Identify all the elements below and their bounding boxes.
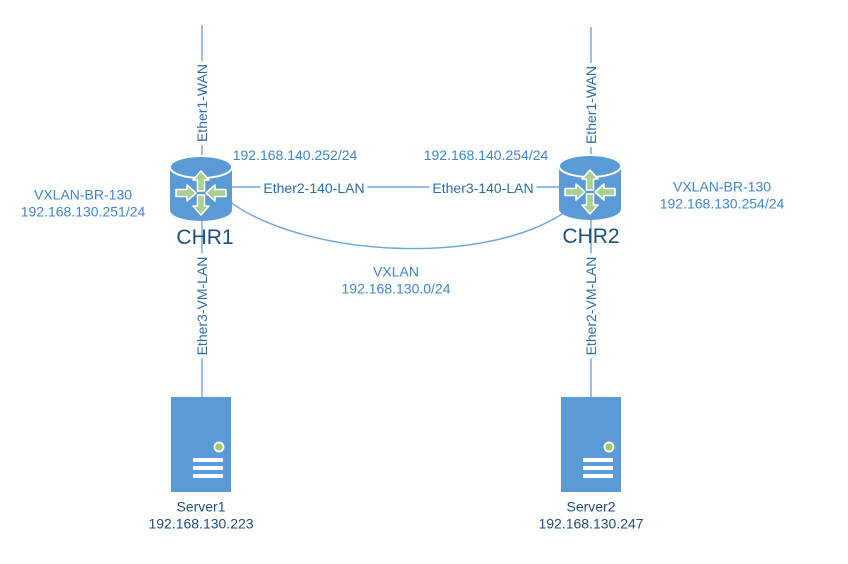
chr2-lan-ip-label: 192.168.140.254/24 bbox=[423, 146, 549, 163]
server1-name: Server1 bbox=[176, 498, 226, 515]
chr1-bridge-ip: 192.168.130.251/24 bbox=[20, 203, 146, 220]
chr1-lan-port-label: Ether2-140-LAN bbox=[260, 179, 368, 197]
chr2-bridge-ip: 192.168.130.254/24 bbox=[659, 195, 785, 212]
vxlan-name: VXLAN bbox=[373, 263, 419, 280]
vxlan-subnet: 192.168.130.0/24 bbox=[341, 280, 451, 297]
router-arrows-icon bbox=[175, 170, 227, 216]
server2-name: Server2 bbox=[566, 498, 616, 515]
server-led-icon bbox=[603, 441, 615, 453]
chr2-name-label: CHR2 bbox=[562, 224, 620, 248]
chr1-name-label: CHR1 bbox=[176, 225, 234, 249]
chr2-bridge-label: VXLAN-BR-130 192.168.130.254/24 bbox=[660, 177, 785, 212]
vxlan-tunnel-label: VXLAN 192.168.130.0/24 bbox=[342, 262, 451, 297]
router-icon bbox=[169, 155, 233, 221]
server1-label: Server1 192.168.130.223 bbox=[148, 497, 253, 532]
vxlan-tunnel-curve bbox=[228, 200, 563, 250]
chr1-bridge-name: VXLAN-BR-130 bbox=[33, 186, 133, 203]
chr2-vm-port-label: Ether2-VM-LAN bbox=[582, 253, 600, 359]
chr2-bridge-name: VXLAN-BR-130 bbox=[672, 178, 772, 195]
chr1-lan-ip-label: 192.168.140.252/24 bbox=[232, 146, 358, 163]
chr2-lan-port-label: Ether3-140-LAN bbox=[429, 179, 537, 197]
chr1-vm-port-label: Ether3-VM-LAN bbox=[193, 253, 211, 359]
server-icon bbox=[171, 397, 231, 492]
router-icon bbox=[558, 154, 622, 220]
server2-label: Server2 192.168.130.247 bbox=[538, 497, 643, 532]
chr2-wan-port-label: Ether1-WAN bbox=[582, 62, 600, 148]
chr1-wan-port-label: Ether1-WAN bbox=[193, 60, 211, 146]
server2-ip: 192.168.130.247 bbox=[538, 515, 644, 532]
server-led-icon bbox=[213, 441, 225, 453]
chr1-bridge-label: VXLAN-BR-130 192.168.130.251/24 bbox=[21, 185, 146, 220]
server-icon bbox=[561, 397, 621, 492]
router-arrows-icon bbox=[564, 169, 616, 215]
server1-ip: 192.168.130.223 bbox=[148, 515, 254, 532]
